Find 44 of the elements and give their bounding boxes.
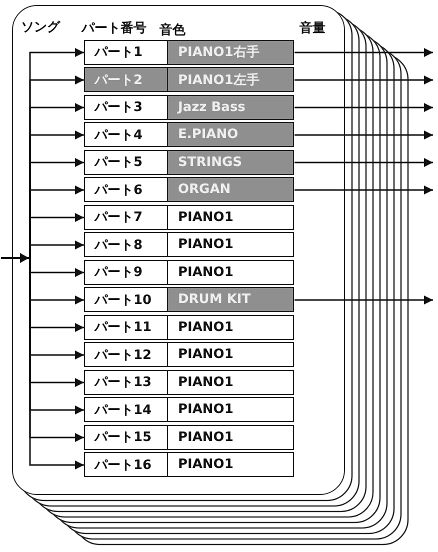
tone-cell: PIANO1右手 xyxy=(167,40,294,64)
part-cell: パート5 xyxy=(84,150,168,174)
tone-cell: PIANO1 xyxy=(167,424,294,450)
part-cell: パート4 xyxy=(84,122,168,147)
part-cell: パート6 xyxy=(84,177,168,202)
part-cell: パート10 xyxy=(84,287,168,312)
tone-cell: PIANO1 xyxy=(167,314,294,340)
part-cell: パート8 xyxy=(84,232,168,257)
column-header: 音量 xyxy=(300,20,326,36)
part-cell: パート15 xyxy=(84,424,168,450)
part-cell: パート7 xyxy=(84,204,168,230)
part-cell: パート9 xyxy=(84,260,168,284)
tone-cell: PIANO1 xyxy=(167,232,294,257)
arrow xyxy=(294,186,433,194)
part-cell: パート16 xyxy=(84,452,168,477)
arrow xyxy=(294,76,433,84)
part-cell: パート13 xyxy=(84,370,168,394)
tone-cell: PIANO1 xyxy=(167,370,294,394)
arrow xyxy=(294,103,433,112)
part-cell: パート2 xyxy=(84,67,168,92)
tone-cell: DRUM KIT xyxy=(167,287,294,312)
column-header: 音色 xyxy=(160,22,186,38)
tone-cell: PIANO1 xyxy=(167,260,294,284)
tone-cell: ORGAN xyxy=(167,177,294,202)
part-cell: パート12 xyxy=(84,342,168,367)
part-cell: パート3 xyxy=(84,94,168,120)
column-header: パート番号 xyxy=(82,20,146,36)
arrow xyxy=(294,296,433,304)
tone-cell: Jazz Bass xyxy=(167,94,294,120)
arrow xyxy=(294,130,433,140)
card-heading: ソング xyxy=(21,19,60,36)
tone-cell: STRINGS xyxy=(167,150,294,174)
arrow xyxy=(294,48,433,57)
tone-cell: E.PIANO xyxy=(167,122,294,147)
tone-cell: PIANO1 xyxy=(167,204,294,230)
tone-cell: PIANO1 xyxy=(167,397,294,422)
part-cell: パート11 xyxy=(84,314,168,340)
part-cell: パート14 xyxy=(84,397,168,422)
song-card xyxy=(12,5,345,495)
part-cell: パート1 xyxy=(84,40,168,64)
tone-cell: PIANO1左手 xyxy=(167,67,294,92)
arrow xyxy=(294,158,433,167)
tone-cell: PIANO1 xyxy=(167,342,294,367)
tone-cell: PIANO1 xyxy=(167,452,294,477)
